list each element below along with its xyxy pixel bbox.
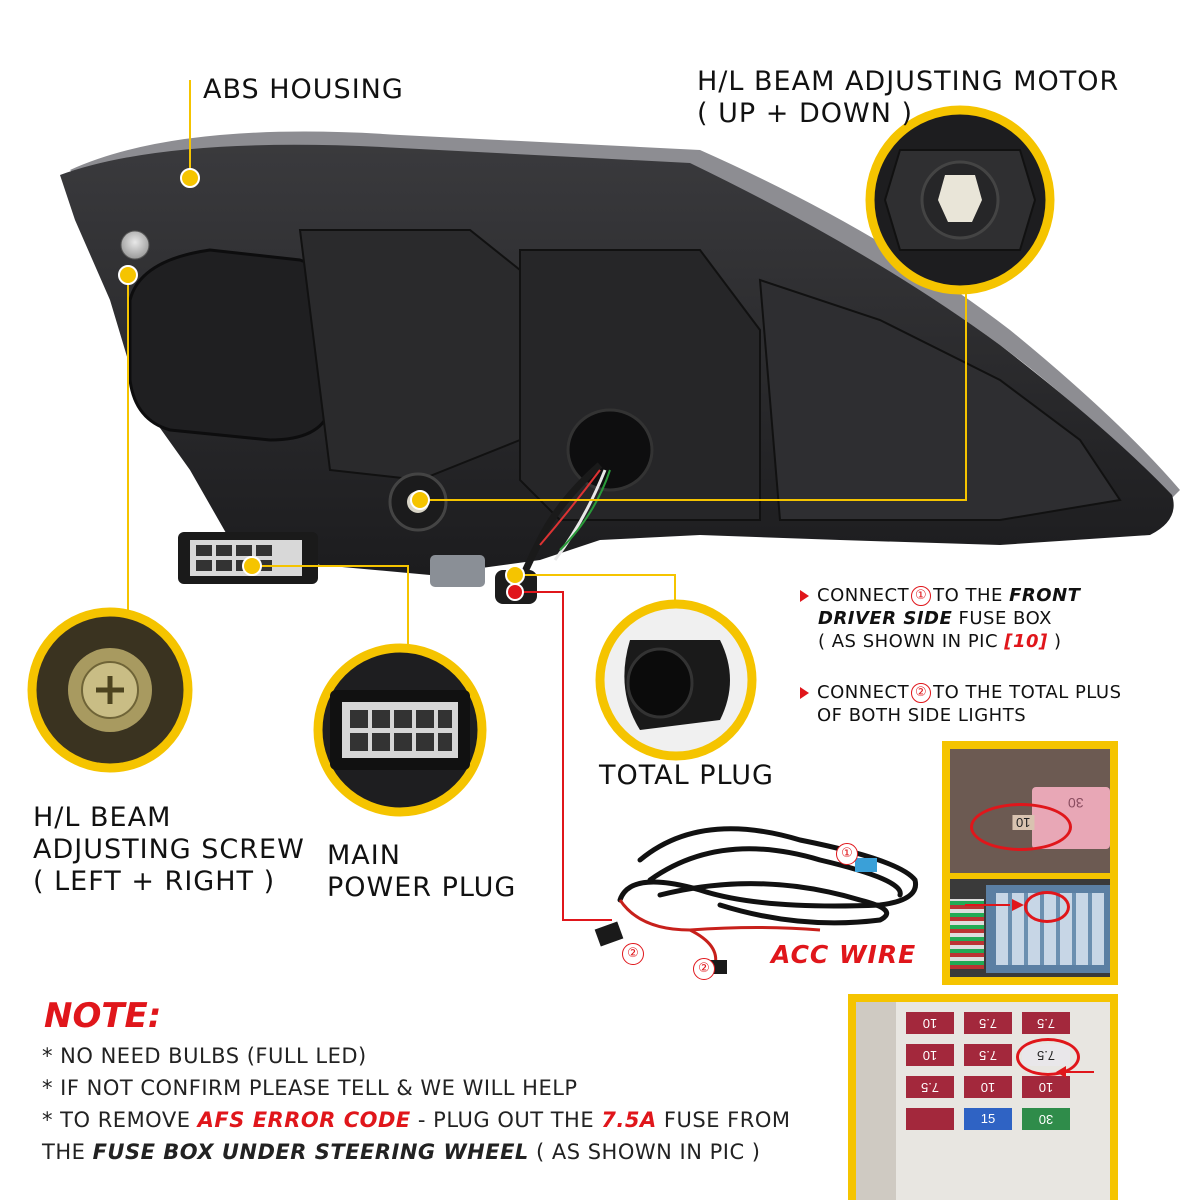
wire-tag-2-a: ② <box>622 943 644 965</box>
wire-tag-1: ① <box>836 843 858 865</box>
fuse-r4-c2: 15 <box>964 1108 1012 1130</box>
note-afs-error-code: AFS ERROR CODE <box>197 1108 411 1132</box>
main-plug-label-line2: POWER PLUG <box>327 872 517 903</box>
fuse-highlight-ring <box>1016 1038 1080 1076</box>
fuse-box-photo-top: 30 10 <box>942 741 1118 985</box>
connect-2-arrow-icon <box>800 687 809 699</box>
motor-label-line2: ( UP + DOWN ) <box>697 98 914 129</box>
note-title: NOTE: <box>44 996 162 1036</box>
screw-label: H/L BEAM ADJUSTING SCREW ( LEFT + RIGHT … <box>33 802 305 898</box>
connect-2-prefix: CONNECT <box>817 682 910 703</box>
connect-2-number: ② <box>911 683 932 703</box>
abs-housing-dot <box>180 168 200 188</box>
note-line-2: * IF NOT CONFIRM PLEASE TELL & WE WILL H… <box>42 1076 578 1100</box>
total-plug-label: TOTAL PLUG <box>599 760 774 791</box>
main-plug-dot <box>242 556 262 576</box>
note-line-4-a: THE <box>42 1140 93 1164</box>
acc-wire-dot <box>506 583 524 601</box>
connect-1-prefix: CONNECT <box>817 585 910 606</box>
connect-1-as-shown: ( AS SHOWN IN PIC <box>818 631 1005 652</box>
acc-wire-label: ACC WIRE <box>771 940 917 969</box>
screw-dot <box>118 265 138 285</box>
note-line-3: * TO REMOVE AFS ERROR CODE - PLUG OUT TH… <box>42 1108 790 1132</box>
note-fuse-box-location: FUSE BOX UNDER STEERING WHEEL <box>92 1140 529 1164</box>
connect-2-line2: OF BOTH SIDE LIGHTS <box>817 705 1027 726</box>
screw-label-line3: ( LEFT + RIGHT ) <box>33 866 276 897</box>
fuse-r4-c1 <box>906 1108 954 1130</box>
fuse-box-photo-bottom: 10 7.5 7.5 10 7.5 7.5 7.5 10 10 15 30 <box>848 994 1118 1200</box>
connect-1-driver-side: DRIVER SIDE <box>818 608 953 629</box>
wire-tag-2-b: ② <box>693 958 715 980</box>
note-line-3-e: FUSE FROM <box>656 1108 791 1132</box>
screw-label-line2: ADJUSTING SCREW <box>33 834 305 865</box>
connect-1-arrow-icon <box>800 590 809 602</box>
connect-1-front: FRONT <box>1009 585 1081 606</box>
screw-label-line1: H/L BEAM <box>33 802 172 833</box>
note-line-4-c: ( AS SHOWN IN PIC ) <box>528 1140 761 1164</box>
note-line-3-a: * TO REMOVE <box>42 1108 198 1132</box>
motor-label-line1: H/L BEAM ADJUSTING MOTOR <box>697 66 1120 97</box>
connect-1-mid: TO THE <box>933 585 1010 606</box>
main-plug-label: MAIN POWER PLUG <box>327 840 516 904</box>
connect-1-pic-ref: [10] <box>1004 631 1048 652</box>
motor-label: H/L BEAM ADJUSTING MOTOR ( UP + DOWN ) <box>697 66 1119 130</box>
note-line-4: THE FUSE BOX UNDER STEERING WHEEL ( AS S… <box>42 1140 760 1164</box>
main-plug-label-line1: MAIN <box>327 840 401 871</box>
connect-2-mid: TO THE TOTAL PLUS <box>933 682 1122 703</box>
note-line-1: * NO NEED BULBS (FULL LED) <box>42 1044 367 1068</box>
note-fuse-value: 7.5A <box>601 1108 657 1132</box>
motor-dot <box>410 490 430 510</box>
note-line-3-c: - PLUG OUT THE <box>410 1108 602 1132</box>
connect-1-close-paren: ) <box>1047 631 1062 652</box>
connect-1-fuse-box: FUSE BOX <box>952 608 1052 629</box>
connect-1-number: ① <box>911 586 932 606</box>
acc-wire-line <box>515 591 612 921</box>
abs-housing-label: ABS HOUSING <box>203 74 404 105</box>
